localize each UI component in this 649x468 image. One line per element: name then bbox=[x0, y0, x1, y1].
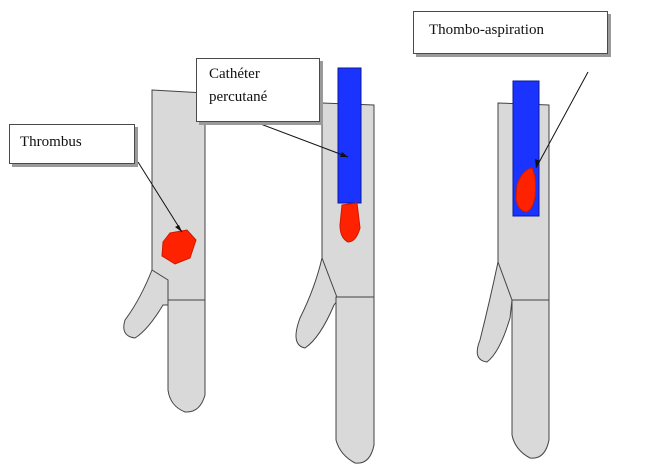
vessel-2 bbox=[296, 68, 374, 463]
label-aspiration-text: Thombo-aspiration bbox=[429, 21, 607, 40]
vessel-1-branch bbox=[124, 270, 168, 338]
thrombus-2 bbox=[340, 203, 360, 242]
label-aspiration: Thombo-aspiration bbox=[413, 11, 608, 54]
label-catheter-line-2: percutané bbox=[209, 88, 319, 107]
catheter-2 bbox=[338, 68, 361, 203]
vessel-1 bbox=[124, 90, 205, 412]
label-catheter-line-1: Cathéter bbox=[209, 65, 319, 84]
vessel-1-lower-segment bbox=[168, 300, 205, 412]
vessel-3-lower-segment bbox=[512, 300, 549, 458]
label-catheter: Cathéter percutané bbox=[196, 58, 320, 122]
vessel-3 bbox=[477, 81, 549, 458]
vessel-2-lower-segment bbox=[336, 297, 374, 463]
label-thrombus-text: Thrombus bbox=[20, 133, 134, 152]
label-thrombus: Thrombus bbox=[9, 124, 135, 164]
